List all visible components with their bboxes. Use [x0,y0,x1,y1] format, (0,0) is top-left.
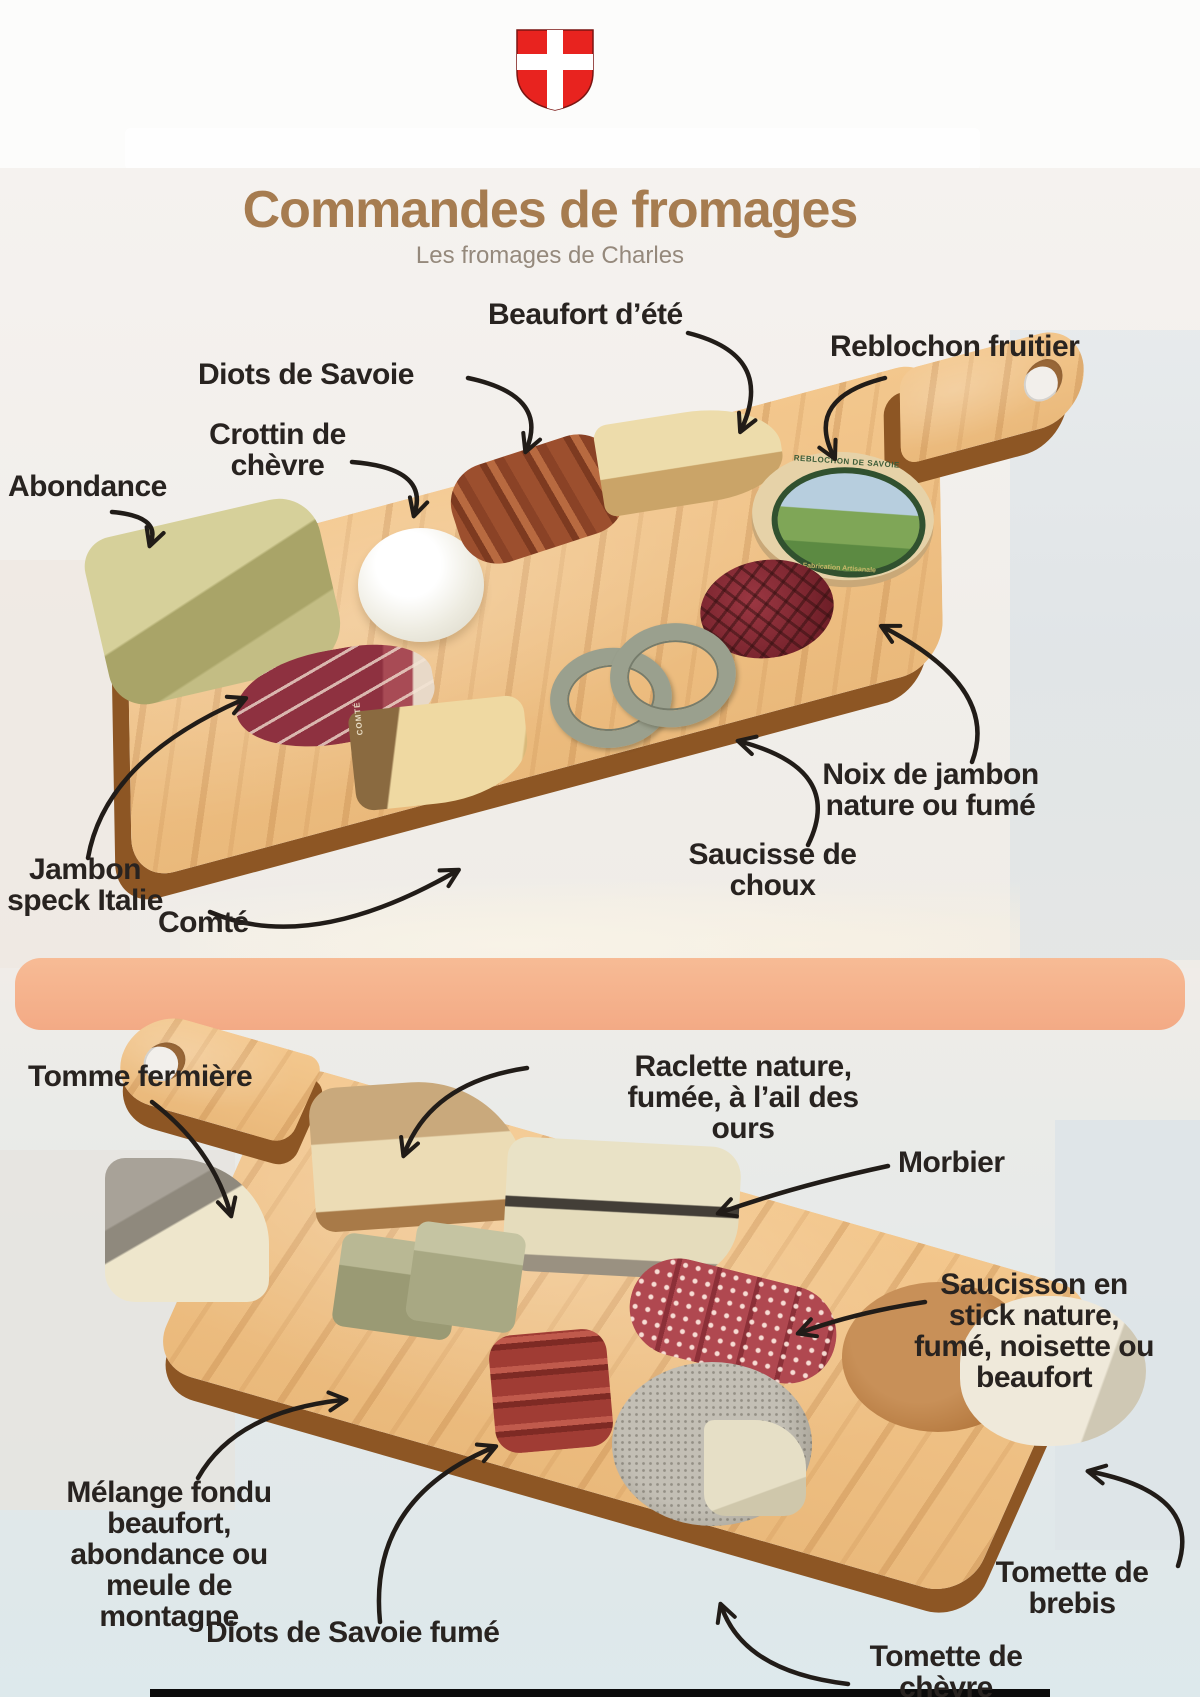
white-band [125,128,980,170]
saucisse-de-choux-photo [543,616,742,754]
label-raclette: Raclette nature, fumée, à l’ail des ours [627,1050,859,1145]
label-tomette-chevre: Tomette de chèvre [869,1640,1023,1697]
morbier-photo [501,1135,743,1283]
label-noix-de-jambon: Noix de jambon nature ou fumé [822,758,1039,822]
savoie-crest-icon [516,29,594,111]
bottom-black-bar [150,1689,1050,1697]
label-saucisse-de-choux: Saucisse de choux [688,838,857,902]
tomette-de-chevre-photo [612,1362,812,1526]
label-crottin: Crottin de chèvre [209,418,346,482]
faint-blue-cheese-photo [1010,330,1200,960]
label-abondance: Abondance [8,470,167,503]
cheese-block [404,1219,528,1335]
peach-divider-banner [15,958,1185,1030]
label-tomme-fermiere: Tomme fermière [28,1060,253,1093]
label-melange-fondu: Mélange fondu beaufort, abondance ou meu… [66,1476,272,1633]
cheese-half [960,1296,1146,1446]
label-morbier: Morbier [898,1146,1005,1179]
label-beaufort: Beaufort d’été [488,298,683,331]
label-reblochon: Reblochon fruitier [830,330,1080,363]
label-diots: Diots de Savoie [198,358,414,391]
crottin-de-chevre-photo [358,528,484,642]
label-comte: Comté [158,906,249,939]
page-title: Commandes de fromages [242,181,859,239]
page-subtitle: Les fromages de Charles [415,242,685,269]
label-tomette-brebis: Tomette de brebis [995,1556,1149,1620]
diots-fume-photo [487,1327,615,1455]
cheese-cut-wedge [704,1420,806,1516]
label-diots-fume: Diots de Savoie fumé [206,1616,500,1649]
label-jambon-speck: Jambon speck Italie [7,853,163,917]
label-saucisson-stick: Saucisson en stick nature, fumé, noisett… [914,1268,1154,1394]
